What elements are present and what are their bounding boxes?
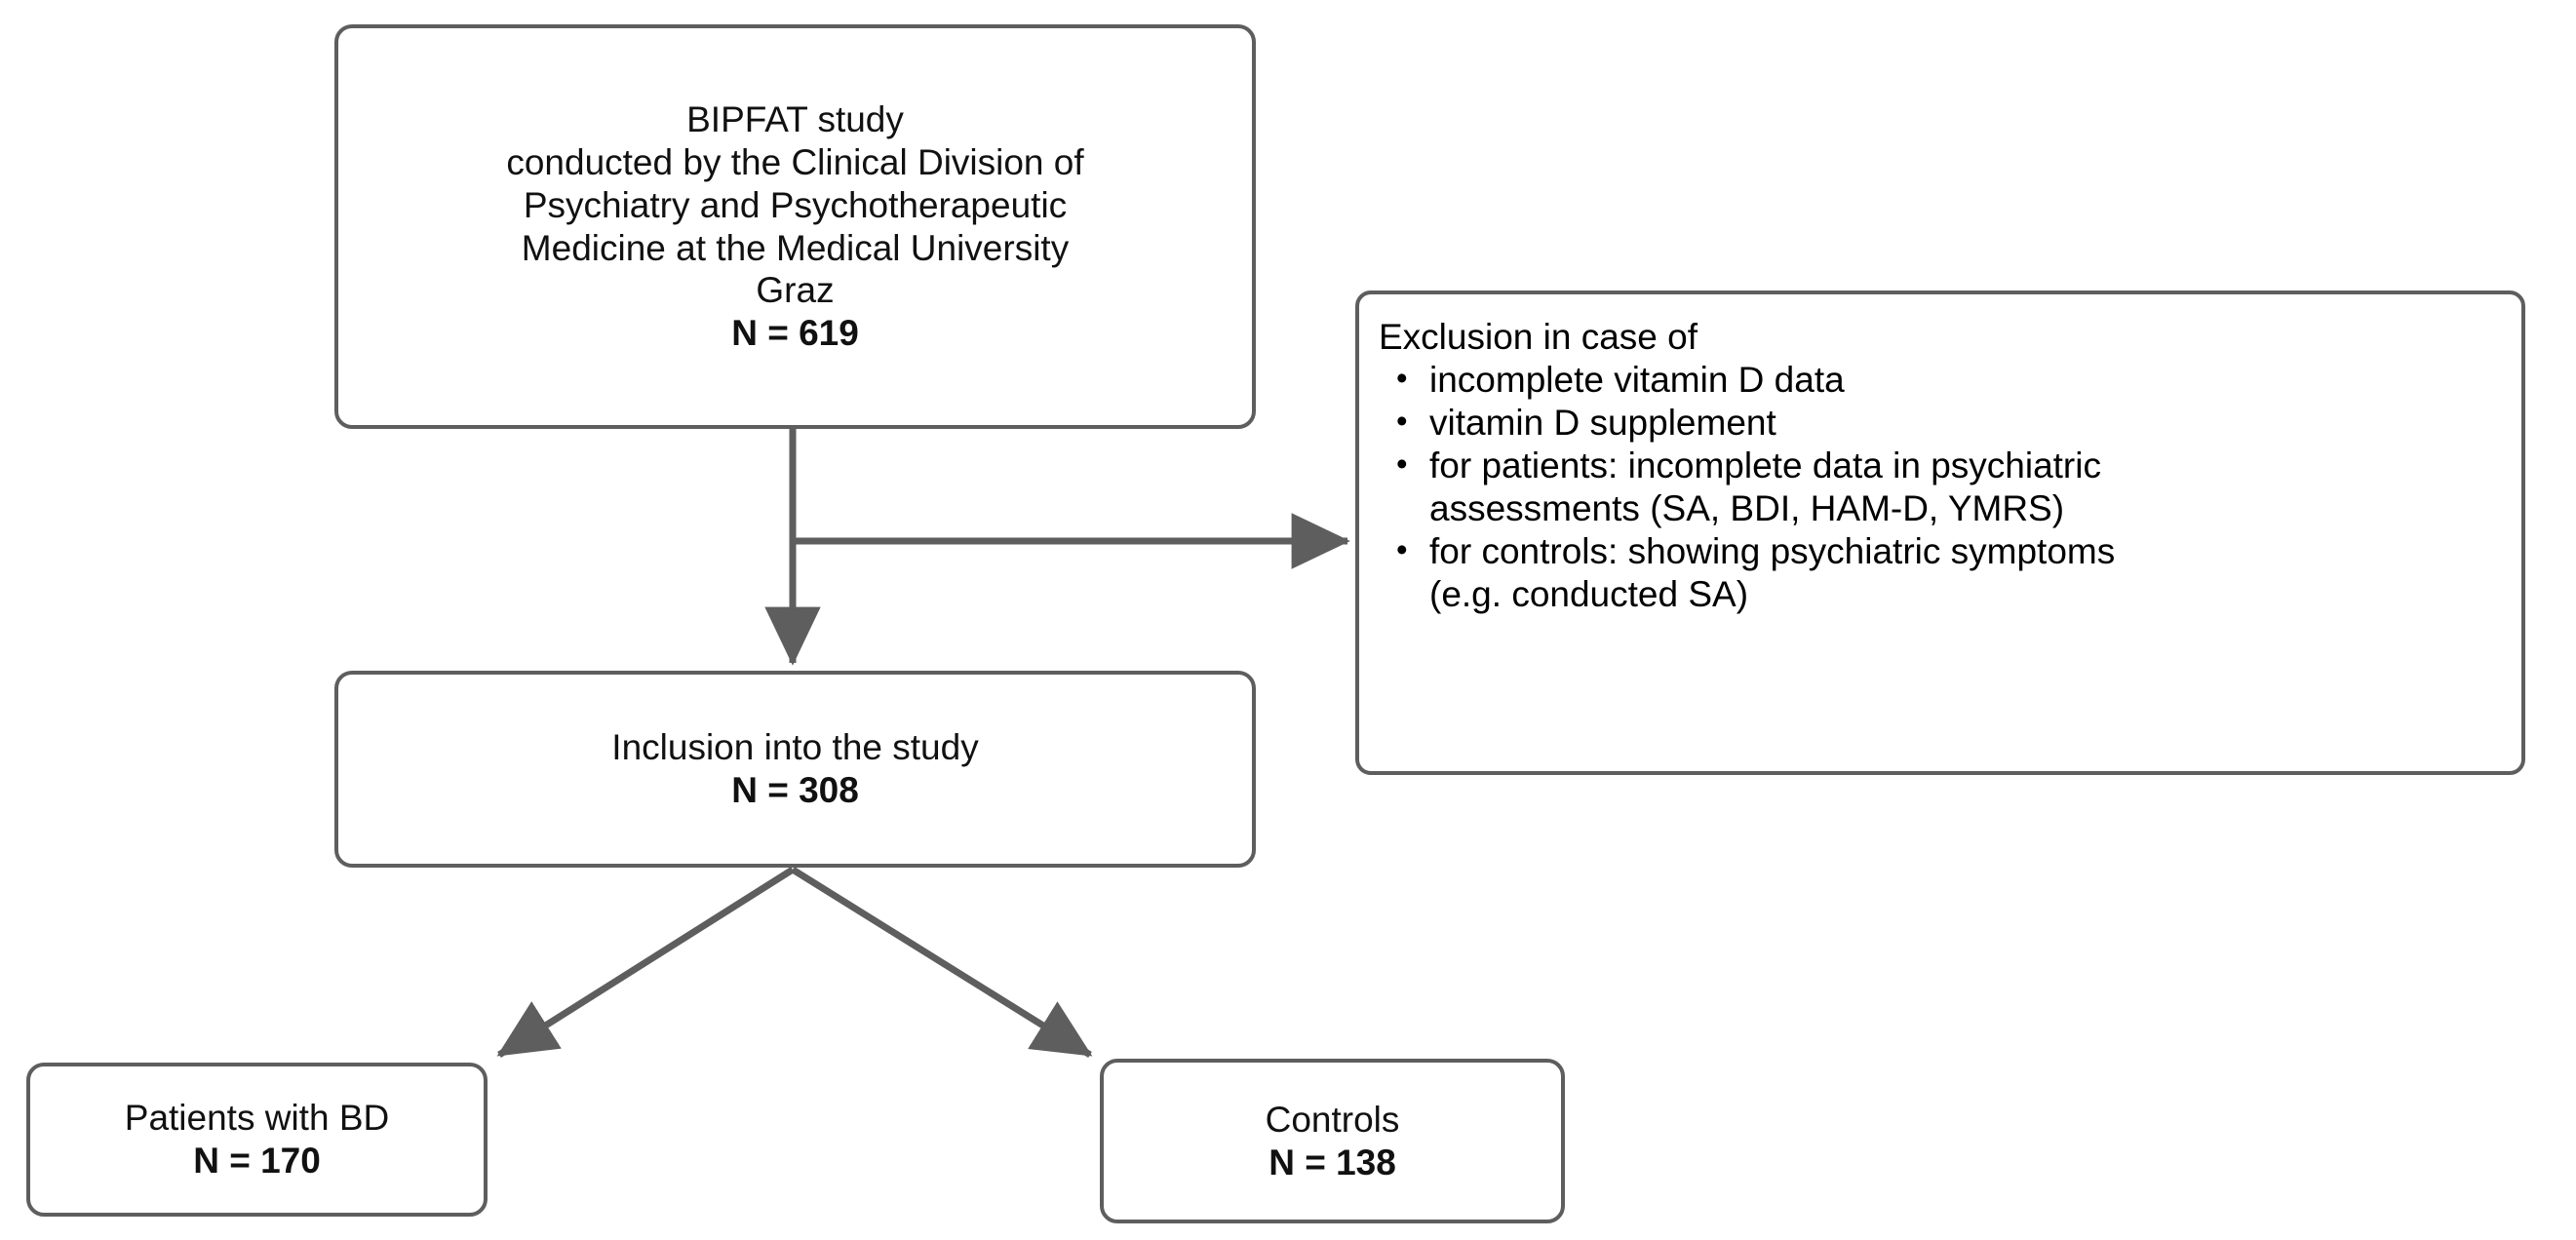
patients-label: Patients with BD xyxy=(124,1098,390,1139)
exclusion-item-text: for controls: showing psychiatric sympto… xyxy=(1429,531,2116,572)
connector-inclusion-to-controls xyxy=(791,867,1093,1058)
list-item: vitamin D supplement xyxy=(1392,402,2504,445)
exclusion-item-continuation: (e.g. conducted SA) xyxy=(1429,574,1749,615)
list-item: for controls: showing psychiatric sympto… xyxy=(1392,530,2504,616)
exclusion-item-text: incomplete vitamin D data xyxy=(1429,360,1845,401)
inclusion-count: N = 308 xyxy=(731,770,859,810)
exclusion-item-continuation: assessments (SA, BDI, HAM-D, YMRS) xyxy=(1429,488,2065,529)
node-controls: Controls N = 138 xyxy=(1100,1059,1565,1223)
study-line-5: Graz xyxy=(756,270,835,311)
study-line-3: Psychiatry and Psychotherapeutic xyxy=(523,184,1068,225)
exclusion-list: incomplete vitamin D data vitamin D supp… xyxy=(1375,359,2504,616)
patients-count: N = 170 xyxy=(193,1141,321,1181)
controls-count: N = 138 xyxy=(1268,1142,1396,1182)
list-item: for patients: incomplete data in psychia… xyxy=(1392,445,2504,530)
connector-inclusion-to-patients xyxy=(496,867,795,1058)
node-patients-with-bd: Patients with BD N = 170 xyxy=(26,1063,488,1217)
exclusion-heading: Exclusion in case of xyxy=(1379,317,1698,357)
node-exclusion-criteria: Exclusion in case of incomplete vitamin … xyxy=(1355,291,2525,775)
exclusion-item-text: for patients: incomplete data in psychia… xyxy=(1429,446,2101,486)
study-count: N = 619 xyxy=(731,313,859,354)
study-line-2: conducted by the Clinical Division of xyxy=(506,141,1084,182)
list-item: incomplete vitamin D data xyxy=(1392,359,2504,402)
inclusion-label: Inclusion into the study xyxy=(611,727,979,768)
controls-label: Controls xyxy=(1265,1099,1400,1140)
node-inclusion-into-study: Inclusion into the study N = 308 xyxy=(334,671,1256,868)
node-bipfat-study: BIPFAT study conducted by the Clinical D… xyxy=(334,24,1256,429)
exclusion-item-text: vitamin D supplement xyxy=(1429,403,1776,444)
study-line-4: Medicine at the Medical University xyxy=(521,227,1070,268)
study-line-1: BIPFAT study xyxy=(686,98,904,139)
